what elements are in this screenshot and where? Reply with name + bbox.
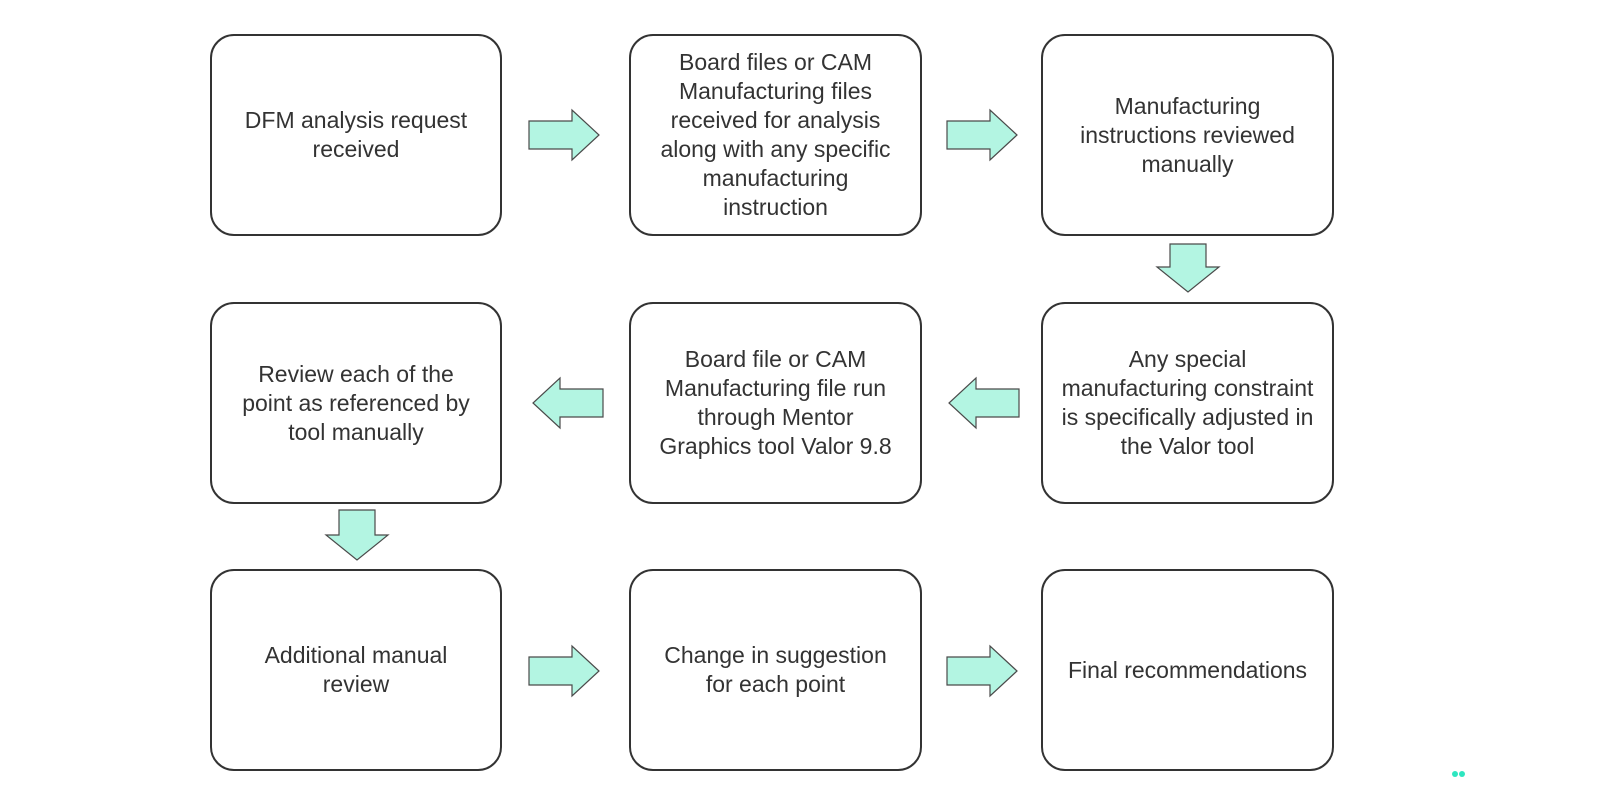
- step-8-label: Change in suggestion for each point: [664, 642, 887, 697]
- step-1-label: DFM analysis request received: [244, 107, 468, 162]
- arrow-down-3-4: [1155, 243, 1221, 293]
- arrow-left-5-6: [532, 376, 604, 430]
- step-5-label: Board file or CAM Manufacturing file run…: [659, 346, 892, 459]
- step-9-box: Final recommendations: [1041, 569, 1334, 771]
- step-2-label: Board files or CAM Manufacturing files r…: [660, 49, 891, 220]
- arrow-right-1-2: [528, 108, 600, 162]
- arrow-right-7-8: [528, 644, 600, 698]
- dot-2: [1459, 771, 1465, 777]
- step-3-label: Manufacturing instructions reviewed manu…: [1080, 92, 1295, 177]
- arrow-left-4-5: [948, 376, 1020, 430]
- decorative-dots: [1452, 770, 1468, 778]
- step-6-box: Review each of the point as referenced b…: [210, 302, 502, 504]
- step-7-label: Additional manual review: [264, 642, 448, 697]
- step-2-box: Board files or CAM Manufacturing files r…: [629, 34, 922, 236]
- step-4-label: Any special manufacturing constraint is …: [1061, 346, 1314, 459]
- step-5-box: Board file or CAM Manufacturing file run…: [629, 302, 922, 504]
- arrow-right-8-9: [946, 644, 1018, 698]
- step-4-box: Any special manufacturing constraint is …: [1041, 302, 1334, 504]
- step-3-box: Manufacturing instructions reviewed manu…: [1041, 34, 1334, 236]
- step-8-box: Change in suggestion for each point: [629, 569, 922, 771]
- arrow-right-2-3: [946, 108, 1018, 162]
- step-9-label: Final recommendations: [1067, 656, 1308, 683]
- arrow-down-6-7: [324, 509, 390, 561]
- step-7-box: Additional manual review: [210, 569, 502, 771]
- step-1-box: DFM analysis request received: [210, 34, 502, 236]
- step-6-label: Review each of the point as referenced b…: [242, 360, 470, 445]
- dot-1: [1452, 771, 1458, 777]
